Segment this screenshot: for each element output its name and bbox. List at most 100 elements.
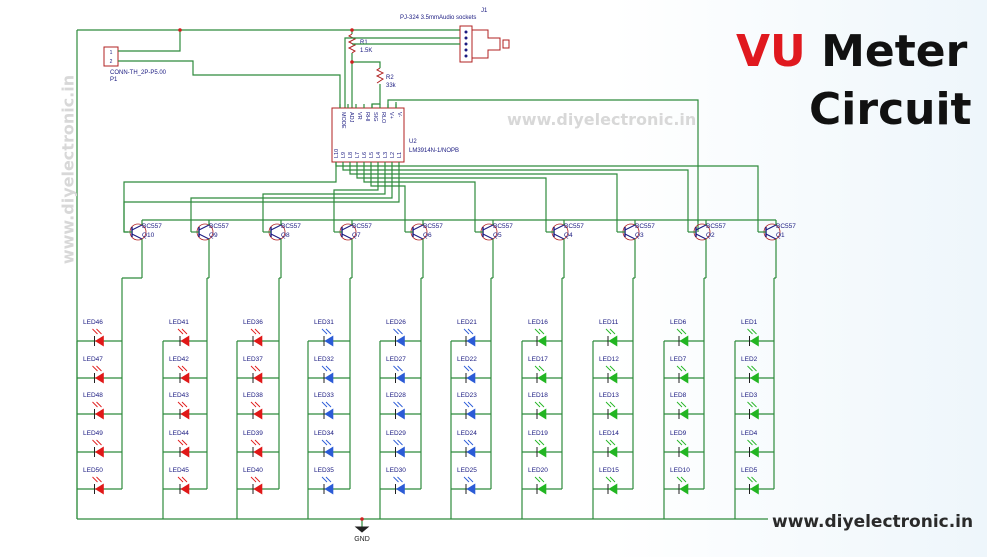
led-emission-arrow [325,401,332,408]
led-emission-arrow [96,365,102,372]
transistor-q3 [617,223,640,241]
ic-top-pin-rlo: RLO [380,112,386,124]
led-led47 [92,365,104,384]
led-emission-arrow [254,439,261,446]
led-emission-arrow [463,439,470,446]
led-emission-arrow [397,328,403,335]
led-emission-arrow [538,401,545,408]
led-triangle [679,446,689,458]
led-label-led3: LED3 [741,392,758,399]
led-label-led25: LED25 [457,467,477,474]
jack-pin [464,42,468,46]
led-emission-arrow [680,476,687,483]
transistor-collector [341,233,353,240]
wire-output-to-base [333,162,379,232]
led-label-led22: LED22 [457,356,477,363]
transistor-collector [198,233,210,240]
led-label-led36: LED36 [243,319,263,326]
led-led46 [92,328,104,347]
led-triangle [395,335,405,347]
led-emission-arrow [609,476,616,483]
wire-p1-pin1 [118,30,181,52]
led-emission-arrow [250,439,257,446]
transistor-ref: Q2 [706,232,715,239]
led-emission-arrow [397,365,403,372]
ic-bottom-pin-l10: L10 [334,149,340,158]
led-emission-arrow [92,476,98,483]
led-emission-arrow [463,476,470,483]
transistor-ref: Q3 [635,232,644,239]
jack-pin [464,54,468,58]
led-led9 [676,439,689,458]
resistor-r2-value: 33k [386,83,397,89]
jack-tip [502,39,510,49]
led-label-led39: LED39 [243,430,263,437]
led-led32 [321,365,334,384]
led-emission-arrow [747,328,753,335]
transistor-collector [695,233,707,240]
transistor-emitter [341,224,353,231]
wire-output-to-base [363,162,476,232]
led-emission-arrow [467,365,474,372]
led-led42 [177,365,190,384]
led-label-led46: LED46 [83,319,103,326]
led-triangle [537,408,547,420]
led-emission-arrow [534,365,541,372]
led-label-led16: LED16 [528,319,548,326]
led-triangle [94,372,104,384]
wire-output-to-base [123,162,400,232]
transistor-emitter [198,224,210,231]
led-led30 [393,476,405,495]
ic-top-pin-vr: VR [356,112,362,120]
led-emission-arrow [250,328,257,335]
ground-symbol [354,526,370,533]
led-emission-arrow [747,476,753,483]
wire-p1-pin2 [118,60,341,108]
ic-bottom-pin-l5: L5 [369,152,375,158]
ic-u2-ref: U2 [409,139,417,145]
led-emission-arrow [467,401,474,408]
led-label-led28: LED28 [386,392,406,399]
led-emission-arrow [538,439,545,446]
led-led45 [177,476,190,495]
led-emission-arrow [467,328,474,335]
led-label-led42: LED42 [169,356,189,363]
led-emission-arrow [393,328,399,335]
led-triangle [395,408,405,420]
led-triangle [395,446,405,458]
ic-bottom-pin-l2: L2 [390,152,396,158]
led-led28 [393,401,405,420]
led-emission-arrow [325,328,332,335]
led-emission-arrow [254,328,261,335]
led-triangle [94,335,104,347]
transistor-ref: Q5 [493,232,502,239]
led-label-led38: LED38 [243,392,263,399]
transistor-q1 [758,223,781,241]
led-triangle [608,335,618,347]
ic-bottom-pin-l7: L7 [355,152,361,158]
led-triangle [749,372,759,384]
ic-bottom-pin-l9: L9 [341,152,347,158]
led-emission-arrow [92,328,98,335]
led-emission-arrow [96,401,102,408]
transistor-ref: Q10 [142,232,155,239]
led-emission-arrow [605,476,612,483]
led-emission-arrow [676,328,683,335]
led-emission-arrow [605,439,612,446]
connector-pin-2: 2 [110,59,113,65]
led-label-led41: LED41 [169,319,189,326]
led-emission-arrow [92,439,98,446]
led-emission-arrow [181,401,188,408]
led-led4 [747,439,759,458]
led-emission-arrow [397,439,403,446]
led-label-led5: LED5 [741,467,758,474]
junction-dot [178,28,182,32]
led-triangle [324,408,334,420]
led-label-led14: LED14 [599,430,619,437]
led-triangle [253,483,263,495]
transistor-collector [624,233,636,240]
led-triangle [180,408,190,420]
transistor-type: BC557 [706,223,726,230]
led-emission-arrow [605,365,612,372]
